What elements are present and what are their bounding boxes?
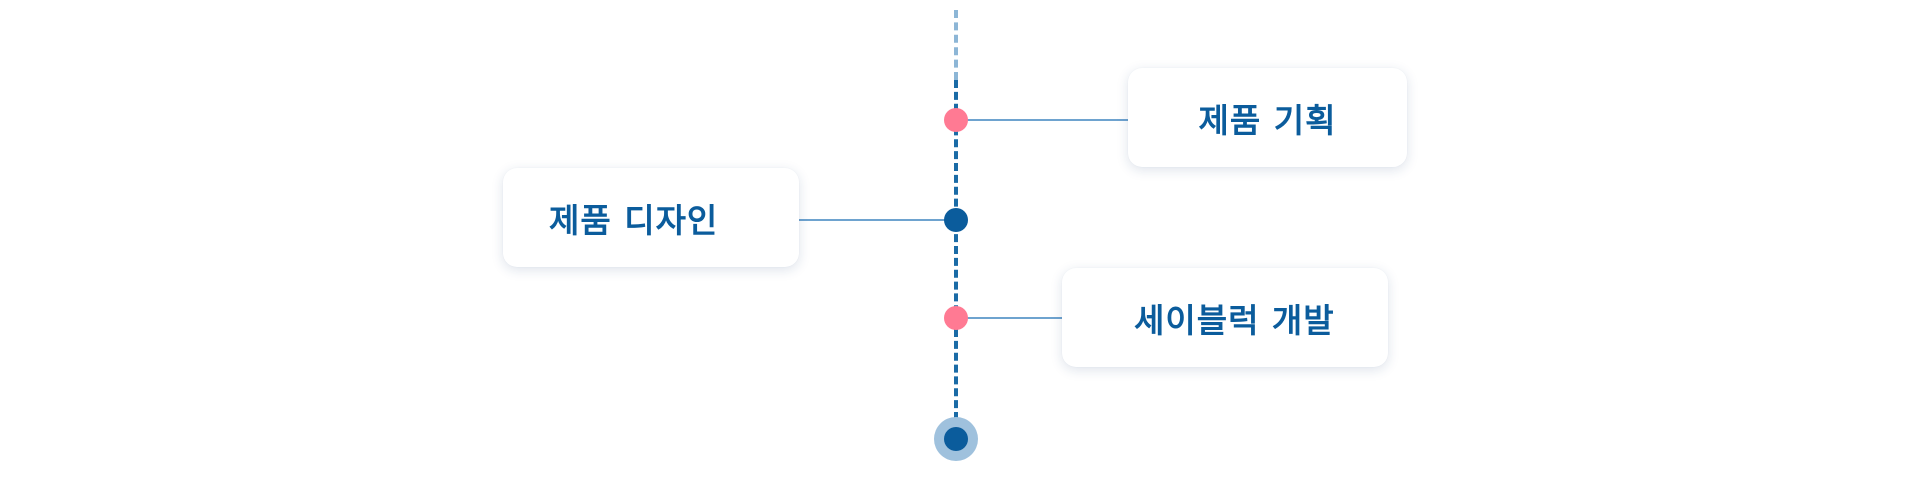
timeline-end-marker-icon bbox=[944, 427, 968, 451]
milestone-2-label: 제품 디자인 bbox=[549, 200, 719, 240]
milestone-1-marker-icon bbox=[944, 108, 968, 132]
milestone-1-card: 제품 기획 bbox=[1128, 68, 1407, 167]
milestone-3-card: 세이블럭 개발 bbox=[1062, 268, 1388, 367]
milestone-1-connector bbox=[966, 119, 1158, 121]
milestone-2-marker-icon bbox=[944, 208, 968, 232]
milestone-3-marker-icon bbox=[944, 306, 968, 330]
milestone-3-label: 세이블럭 개발 bbox=[1134, 300, 1335, 340]
timeline-line-faded bbox=[954, 10, 958, 80]
timeline-line bbox=[954, 80, 958, 420]
milestone-2-connector bbox=[772, 219, 954, 221]
milestone-1-label: 제품 기획 bbox=[1198, 100, 1337, 140]
milestone-3-connector bbox=[966, 317, 1094, 319]
milestone-2-card: 제품 디자인 bbox=[503, 168, 799, 267]
